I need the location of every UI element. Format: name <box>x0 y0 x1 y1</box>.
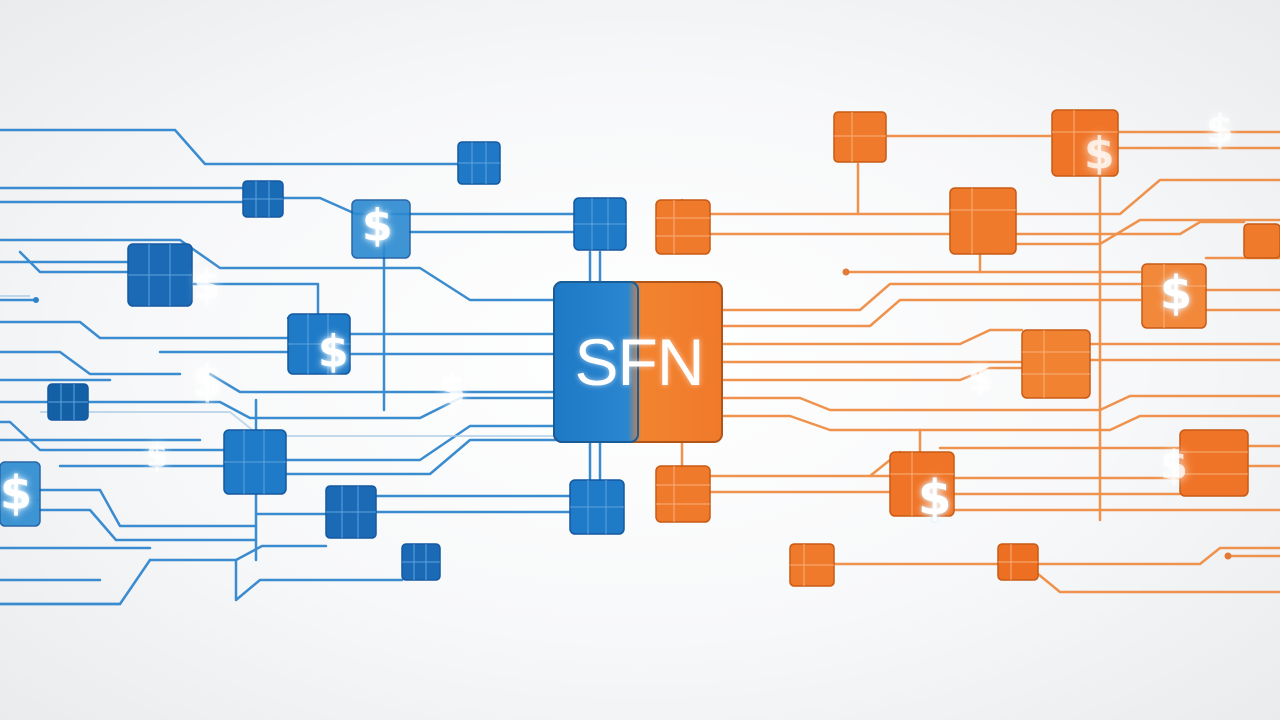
blue-chip <box>401 543 441 581</box>
blue-chip <box>0 461 41 527</box>
central-chip <box>553 281 723 443</box>
blue-chips <box>0 141 627 581</box>
blue-chip <box>223 429 287 495</box>
orange-chip <box>997 543 1039 581</box>
blue-chip <box>287 313 351 375</box>
orange-chip <box>1141 263 1207 329</box>
blue-chip <box>242 180 284 218</box>
orange-traces <box>680 128 1280 594</box>
blue-chip <box>127 243 193 307</box>
orange-chip <box>833 111 887 163</box>
blue-chip <box>325 485 377 539</box>
blue-chip <box>457 141 501 185</box>
orange-chip <box>1179 429 1249 497</box>
orange-chip <box>889 451 955 517</box>
orange-chip <box>949 187 1017 255</box>
orange-chip <box>1021 329 1091 399</box>
blue-chip <box>569 479 625 535</box>
blue-chip <box>573 197 627 251</box>
trace-endpoints <box>33 268 1232 560</box>
orange-chip <box>655 465 711 523</box>
orange-chip <box>1243 223 1280 259</box>
orange-chip <box>789 543 835 587</box>
orange-chip <box>1051 109 1119 177</box>
blue-chip <box>47 383 89 421</box>
blue-chip <box>351 199 411 259</box>
orange-chip <box>655 199 711 255</box>
orange-chips <box>655 109 1280 587</box>
